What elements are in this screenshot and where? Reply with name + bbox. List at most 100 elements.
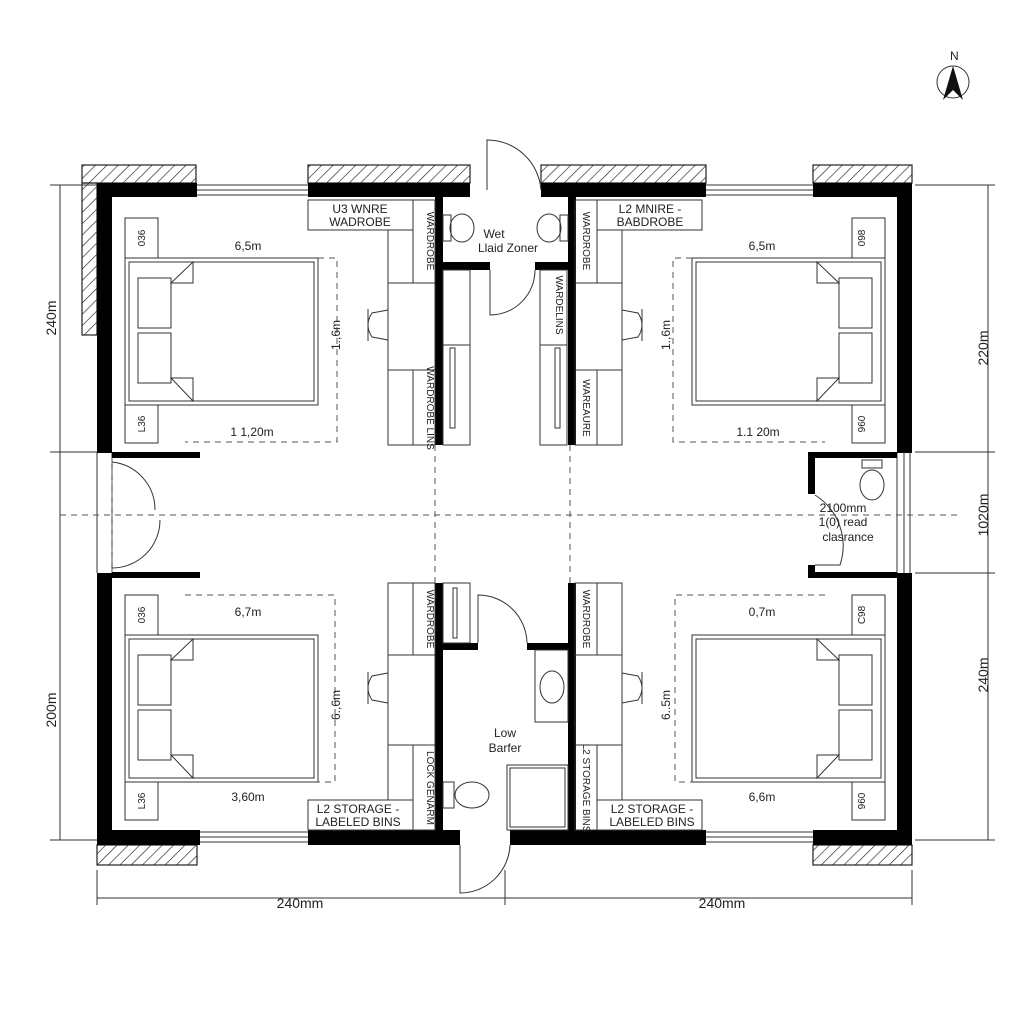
wet-zone-cabinet-label: WARDELINS [553, 275, 564, 334]
cabinet-label: L2 STORAGE BINS [580, 744, 591, 833]
hatched-wall [812, 164, 913, 184]
cabinet [412, 744, 436, 831]
dimension-right-top: 220m [975, 330, 991, 365]
wc-label-2: 1(0) read [819, 515, 868, 529]
wc-label-3: clasrance [822, 530, 874, 544]
cabinet-label: WARDROBE [580, 590, 591, 649]
wc-label-1: 2100mm [820, 501, 867, 515]
bed [691, 257, 886, 406]
nightstand [851, 404, 886, 444]
bed-mattress [695, 261, 882, 402]
clearance-outline [185, 594, 336, 783]
toilet-tank [442, 781, 455, 809]
toilet-icon [449, 213, 475, 243]
bathroom-label-1: Low [494, 726, 516, 740]
cabinet-label: LOCK GENARM [424, 751, 435, 825]
wall [443, 262, 490, 270]
bath-cabinet [442, 582, 471, 644]
clearance-label: 1 1,20m [230, 425, 273, 439]
cabinet [574, 369, 598, 446]
chair-icon [621, 672, 643, 704]
shower [506, 764, 569, 831]
wall [541, 183, 706, 197]
hatched-wall [81, 164, 197, 184]
dimension-left-top: 240m [43, 300, 59, 335]
nightstand [124, 217, 159, 259]
bed-width-label: 0,7m [749, 605, 776, 619]
desk [574, 654, 623, 746]
dimension-right-middle: 1020m [975, 494, 991, 537]
nightstand-label: 098 [857, 229, 868, 246]
wall [535, 262, 568, 270]
wall [808, 452, 897, 458]
bed-width-label: 6,5m [235, 239, 262, 253]
handle-icon [449, 347, 456, 429]
wall [510, 830, 706, 845]
wall [97, 573, 112, 845]
bed-fold [816, 260, 841, 284]
cabinet-label: WARDROBE [580, 212, 591, 271]
wall [897, 573, 912, 845]
nightstand [124, 404, 159, 444]
handle-icon [452, 587, 458, 639]
bed-depth-label: 6..5m [659, 690, 673, 720]
wall-cabinet [539, 269, 568, 446]
bed-fold [816, 754, 841, 780]
wall [813, 183, 912, 197]
nightstand [851, 594, 886, 636]
cabinet-label: WARDROBE [424, 212, 435, 271]
bed-fold [169, 637, 194, 661]
wc-door [814, 494, 844, 566]
wet-zone-label-2: Llaid Zoner [478, 241, 538, 255]
pillow [137, 277, 172, 329]
wall [435, 583, 443, 830]
toilet-tank [861, 459, 883, 469]
storage-label: LABELED BINS [315, 815, 400, 829]
bed-mattress [695, 638, 882, 779]
bed-fold [169, 260, 194, 284]
bathroom-label-2: Barfer [489, 741, 522, 755]
wall-cabinet [442, 269, 471, 446]
cabinet [596, 744, 623, 801]
bed [124, 634, 319, 783]
pillow [137, 709, 172, 761]
cabinet-label: WAREAURE [580, 379, 591, 437]
wall [308, 830, 460, 845]
wall [112, 452, 200, 458]
clearance-label: 1.1 20m [736, 425, 779, 439]
storage-label: LABELED BINS [609, 815, 694, 829]
hatched-wall [81, 182, 98, 336]
dimension-bottom-left: 240mm [277, 895, 324, 911]
cabinet [596, 582, 623, 656]
nightstand [851, 781, 886, 821]
toilet-icon [454, 781, 490, 809]
hatched-wall [812, 844, 913, 866]
toilet-tank [559, 214, 569, 242]
desk [387, 282, 436, 371]
clearance-outline [672, 257, 825, 443]
wet-zone-label-1: Wet [483, 227, 505, 241]
sink-icon [539, 670, 565, 704]
toilet-tank [442, 214, 452, 242]
wall [112, 572, 200, 578]
cabinet [574, 744, 598, 831]
toilet-icon [859, 469, 885, 501]
pillow [137, 654, 172, 706]
wall [808, 452, 815, 494]
hatched-wall [307, 164, 471, 184]
desk [387, 654, 436, 746]
hatched-wall [540, 164, 707, 184]
cabinet-label: WARDROBE [424, 590, 435, 649]
wall [568, 197, 576, 445]
bed [691, 634, 886, 783]
bed-fold [816, 377, 841, 403]
dimension-right-bottom: 240m [975, 657, 991, 692]
bed-fold [169, 754, 194, 780]
wall [808, 572, 897, 578]
nightstand-label: 036 [137, 229, 148, 246]
wall [897, 183, 912, 453]
wall [97, 183, 112, 453]
bed [124, 257, 319, 406]
desk [574, 282, 623, 371]
storage-label: L2 MNIRE - [619, 202, 682, 216]
